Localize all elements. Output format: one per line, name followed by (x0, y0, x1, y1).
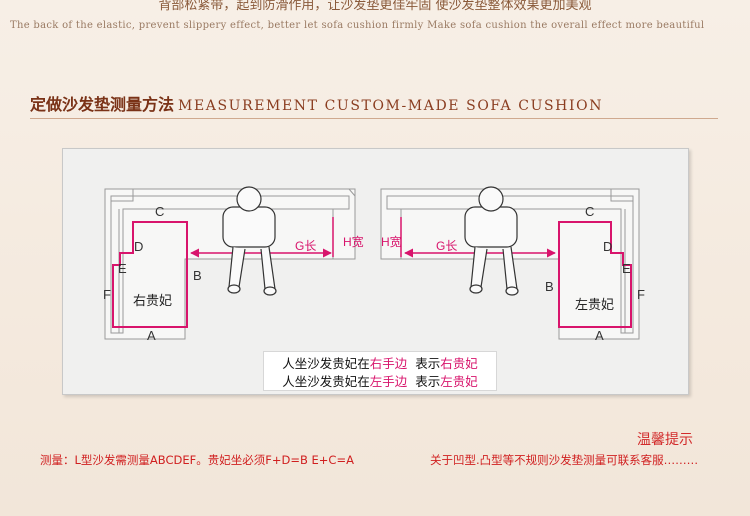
right-label-f: F (637, 287, 645, 302)
section-title-en: MEASUREMENT CUSTOM-MADE SOFA CUSHION (178, 98, 604, 114)
note-line-left: 人坐沙发贵妃在左手边 表示左贵妃 (264, 371, 496, 390)
left-person-figure (222, 186, 277, 296)
measurement-diagram-panel: C D E F B A 右贵妃 G长 H宽 C (62, 148, 689, 395)
right-person-figure (464, 186, 519, 296)
note-right-mid: 表示 (407, 356, 441, 371)
left-label-f: F (103, 287, 111, 302)
right-label-e: E (622, 261, 631, 276)
note-line-right: 人坐沙发贵妃在右手边 表示右贵妃 (264, 353, 496, 372)
title-divider (30, 118, 718, 119)
section-title-cn: 定做沙发垫测量方法 (30, 95, 175, 114)
right-label-d: D (603, 239, 612, 254)
chaise-side-note: 人坐沙发贵妃在右手边 表示右贵妃 人坐沙发贵妃在左手边 表示左贵妃 (263, 351, 497, 391)
right-label-h: H宽 (381, 234, 402, 249)
left-label-e: E (118, 261, 127, 276)
header-cn-text: 背部松紧带，起到防滑作用，让沙发垫更佳牢固 使沙发垫整体效果更加美观 (158, 0, 592, 13)
note-right-prefix: 人坐沙发贵妃在 (282, 356, 370, 371)
measurement-diagram: C D E F B A 右贵妃 G长 H宽 C (103, 186, 645, 343)
tips-title: 温馨提示 (637, 432, 693, 448)
left-label-h: H宽 (343, 234, 364, 249)
right-label-g: G长 (436, 239, 457, 253)
left-label-d: D (134, 239, 143, 254)
note-right-type: 右贵妃 (440, 356, 478, 371)
left-chaise-outline (112, 221, 188, 328)
left-label-g: G长 (295, 239, 316, 253)
right-label-c: C (585, 204, 594, 219)
note-left-side: 左手边 (369, 374, 408, 389)
left-label-a: A (147, 328, 156, 343)
right-label-b: B (545, 279, 554, 294)
left-chaise-name: 右贵妃 (133, 294, 172, 309)
header-en-text: The back of the elastic, prevent slipper… (10, 20, 705, 31)
footer-measure-note: 测量：L型沙发需测量ABCDEF。贵妃坐必须F+D=B E+C=A (40, 453, 354, 467)
note-left-type: 左贵妃 (440, 374, 478, 389)
note-left-prefix: 人坐沙发贵妃在 (282, 374, 370, 389)
footer-contact-note: 关于凹型.凸型等不规则沙发垫测量可联系客服……… (430, 453, 699, 467)
right-chaise-outline (558, 221, 632, 328)
note-left-mid: 表示 (407, 374, 441, 389)
left-label-c: C (155, 204, 164, 219)
note-right-side: 右手边 (369, 356, 408, 371)
left-label-b: B (193, 268, 202, 283)
right-chaise-name: 左贵妃 (575, 298, 614, 313)
section-title: 定做沙发垫测量方法 MEASUREMENT CUSTOM-MADE SOFA C… (30, 91, 603, 117)
right-label-a: A (595, 328, 604, 343)
